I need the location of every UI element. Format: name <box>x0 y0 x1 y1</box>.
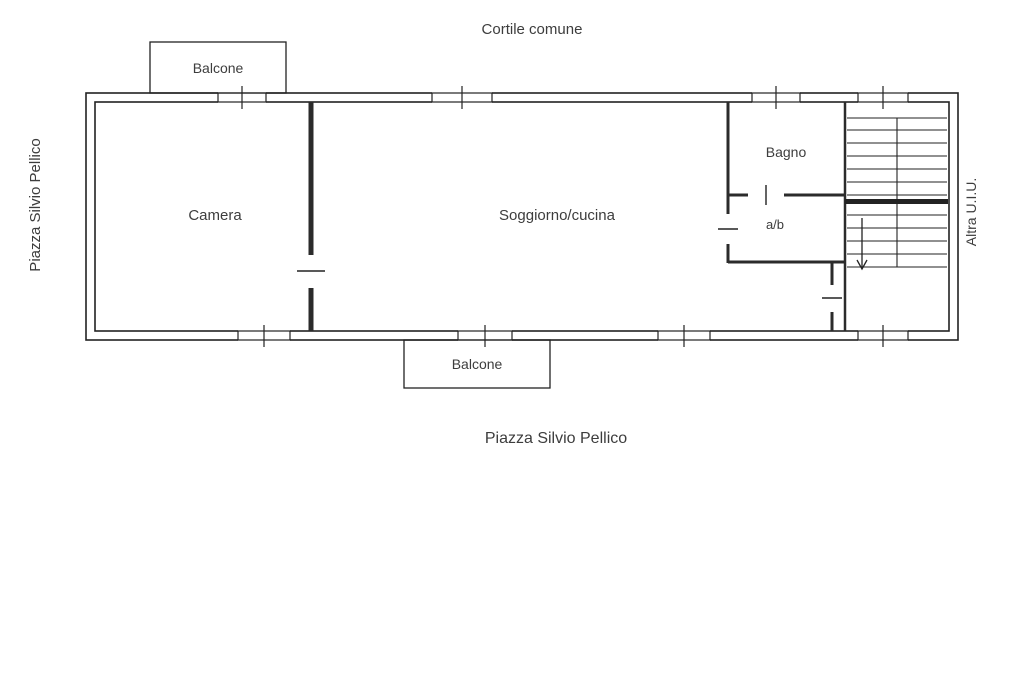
window-icon <box>431 86 493 109</box>
stair-direction-arrow-icon <box>856 218 868 271</box>
balcony-top <box>149 41 287 94</box>
stair-landing <box>845 199 948 204</box>
label-room-camera: Camera <box>188 207 242 224</box>
label-cortile-comune: Cortile comune <box>482 21 583 38</box>
label-room-soggiorno: Soggiorno/cucina <box>499 207 616 224</box>
entrance-wall <box>830 260 845 331</box>
staircase <box>847 117 947 268</box>
label-room-bagno: Bagno <box>766 144 807 160</box>
label-altra-uiu: Altra U.I.U. <box>963 178 979 246</box>
balcony-bottom <box>403 339 551 389</box>
window-icon <box>217 86 267 109</box>
label-room-ab: a/b <box>766 217 784 232</box>
window-icon <box>237 325 291 347</box>
label-piazza-left: Piazza Silvio Pellico <box>27 138 44 271</box>
label-balcone-top: Balcone <box>193 60 244 76</box>
window-icon <box>457 325 513 347</box>
ab-walls <box>726 195 832 264</box>
label-balcone-bottom: Balcone <box>452 356 503 372</box>
window-icon <box>751 86 801 109</box>
bagno-walls <box>726 102 845 197</box>
window-icon <box>657 325 711 347</box>
window-icon <box>857 86 909 109</box>
window-icon <box>857 325 909 347</box>
label-piazza-bottom: Piazza Silvio Pellico <box>485 430 627 447</box>
